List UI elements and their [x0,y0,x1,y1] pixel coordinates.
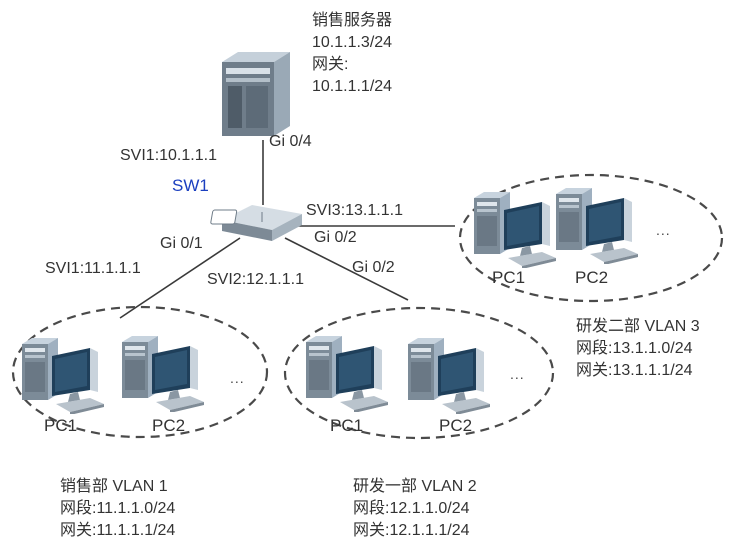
vlan2-port-label: Gi 0/2 [352,259,395,276]
vlan1-pc1-icon [22,338,104,414]
server-gateway-ip: 10.1.1.1/24 [312,78,393,95]
vlan2-info: 研发一部 VLAN 2 网段:12.1.1.0/24 网关:12.1.1.1/2… [353,476,477,542]
vlan2-pc2-label: PC2 [439,416,473,435]
switch-name: SW1 [172,176,209,195]
vlan3-pc2-label: PC2 [575,268,609,287]
server-port-label: Gi 0/4 [269,133,312,150]
vlan1-pc2-icon [122,336,204,412]
svi3-label: SVI3:13.1.1.1 [306,202,403,219]
vlan3-pc2-icon [556,188,638,264]
vlan3-gateway: 网关:13.1.1.1/24 [576,362,693,379]
vlan3-pc1-label: PC1 [492,268,526,287]
vlan1-subnet: 网段:11.1.1.0/24 [60,500,176,517]
vlan2-group-boundary [283,306,555,440]
server-info: 销售服务器 10.1.1.3/24 网关: 10.1.1.1/24 [312,10,392,98]
vlan2-title: 研发一部 VLAN 2 [353,478,477,495]
vlan1-pc1-label: PC1 [44,416,78,435]
server-ip: 10.1.1.3/24 [312,34,393,51]
server-icon [222,52,290,136]
vlan1-group-boundary [11,305,269,439]
vlan3-subnet: 网段:13.1.1.0/24 [576,340,693,357]
vlan2-pc1-label: PC1 [330,416,364,435]
vlan1-port-label: Gi 0/1 [160,235,203,252]
vlan2-subnet: 网段:12.1.1.0/24 [353,500,470,517]
vlan2-link [284,237,409,301]
vlan3-info: 研发二部 VLAN 3 网段:13.1.1.0/24 网关:13.1.1.1/2… [576,316,700,382]
vlan3-group-boundary [458,173,724,303]
vlan2-gateway: 网关:12.1.1.1/24 [353,522,470,539]
vlan1-title: 销售部 VLAN 1 [60,478,168,495]
vlan2-pc2-icon [408,338,490,414]
vlan1-pc2-label: PC2 [152,416,186,435]
svi3-port-label: Gi 0/2 [314,229,357,246]
vlan2-pc1-icon [306,336,388,412]
vlan3-ellipsis: ... [656,222,671,238]
switch-icon [210,205,302,241]
vlan1-svi-label: SVI1:11.1.1.1 [45,260,141,277]
vlan2-ellipsis: ... [510,366,525,382]
vlan3-title: 研发二部 VLAN 3 [576,318,700,335]
server-svi-label: SVI1:10.1.1.1 [120,147,217,164]
vlan1-link [119,237,241,319]
server-name: 销售服务器 [312,12,393,29]
vlan1-gateway: 网关:11.1.1.1/24 [60,522,176,539]
server-gateway-label: 网关: [312,56,349,73]
vlan1-info: 销售部 VLAN 1 网段:11.1.1.0/24 网关:11.1.1.1/24 [60,476,175,542]
vlan3-pc1-icon [474,192,556,268]
vlan1-ellipsis: ... [230,370,245,386]
svi2-label: SVI2:12.1.1.1 [207,271,304,288]
